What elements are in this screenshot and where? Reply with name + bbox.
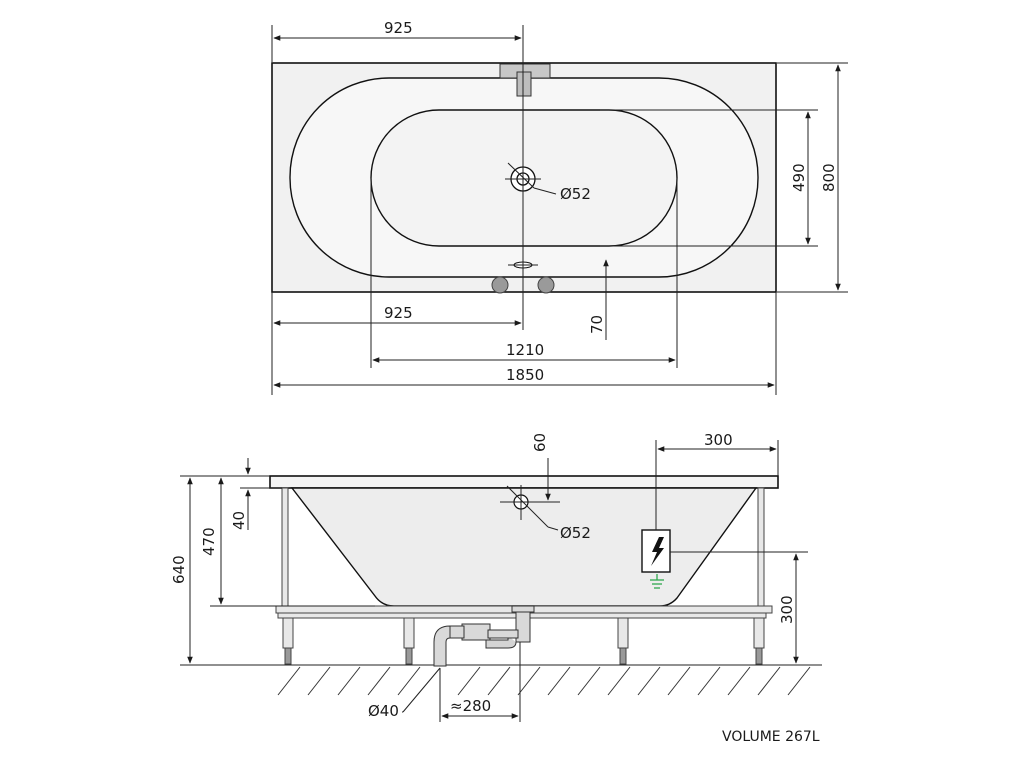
waste-pipe xyxy=(433,605,535,667)
handle-right xyxy=(537,276,555,294)
dim-1850: 1850 xyxy=(506,366,544,384)
dim-300-vertical: 300 xyxy=(778,595,796,624)
top-view: Ø52 925 490 800 70 925 1210 xyxy=(271,19,848,395)
ground-icon xyxy=(650,574,664,589)
dim-640: 640 xyxy=(170,555,188,584)
overflow-diameter-label: Ø52 xyxy=(560,524,591,542)
electrical-box xyxy=(641,529,671,573)
dim-70: 70 xyxy=(588,315,606,334)
volume-note: VOLUME 267L xyxy=(722,729,820,745)
dim-diameter-40: Ø40 xyxy=(368,702,399,720)
overflow-icon xyxy=(500,485,560,531)
dim-490: 490 xyxy=(790,163,808,192)
dim-280: ≈280 xyxy=(450,697,491,715)
drain-diameter-label: Ø52 xyxy=(560,185,591,203)
dim-925-top: 925 xyxy=(384,19,413,37)
tub-rim-side xyxy=(269,475,779,489)
lightning-icon xyxy=(651,537,664,566)
dim-60: 60 xyxy=(531,433,549,452)
dim-470: 470 xyxy=(200,527,218,556)
dim-300-horizontal: 300 xyxy=(704,431,733,449)
ground-hatch xyxy=(277,666,811,696)
side-view: Ø52 60 300 300 640 47 xyxy=(170,431,822,722)
faucet-icon xyxy=(499,63,551,97)
dim-800: 800 xyxy=(820,163,838,192)
dim-40: 40 xyxy=(230,511,248,530)
dim-925-bottom: 925 xyxy=(384,304,413,322)
handle-left xyxy=(491,276,509,294)
dim-1210: 1210 xyxy=(506,341,544,359)
